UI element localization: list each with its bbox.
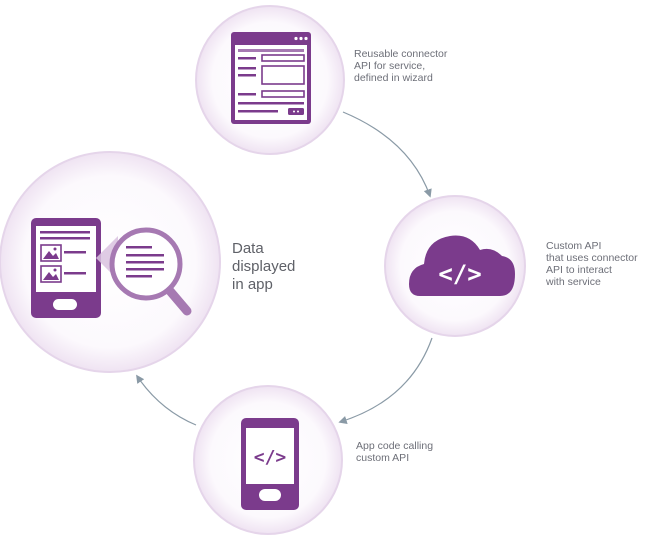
arrow-wizard-to-api [342, 111, 432, 198]
phone-code-icon: </> [241, 418, 299, 510]
phone-magnifier-icon [31, 218, 192, 318]
code-glyph: </> [254, 447, 287, 468]
code-glyph: </> [438, 260, 481, 288]
label-line: Custom API [546, 240, 602, 252]
label-line: in app [232, 276, 273, 293]
label-line: custom API [356, 452, 410, 464]
step-label-app-code: App code calling custom API [356, 440, 433, 464]
label-line: Data [232, 240, 264, 257]
step-app-code: </> [193, 385, 343, 535]
browser-window-form-icon [231, 32, 311, 124]
label-line: that uses connector [546, 252, 638, 264]
label-line: displayed [232, 258, 296, 275]
step-wizard [195, 5, 345, 155]
step-display [0, 151, 221, 373]
label-line: API for service, [354, 60, 426, 72]
label-line: with service [546, 276, 601, 288]
label-line: Reusable connector [354, 48, 448, 60]
label-line: API to interact [546, 264, 612, 276]
cloud-code-icon: </> [409, 235, 515, 296]
label-line: App code calling [356, 440, 434, 452]
connector-arrows [136, 111, 433, 426]
label-line: defined in wizard [354, 72, 433, 84]
step-custom-api: </> [384, 195, 526, 337]
step-label-wizard: Reusable connector API for service, defi… [354, 48, 447, 84]
step-label-display: Data displayed in app [232, 240, 295, 294]
step-label-custom-api: Custom API that uses connector API to in… [546, 240, 638, 288]
arrow-app-to-display [136, 374, 197, 426]
arrow-api-to-app [338, 337, 433, 424]
